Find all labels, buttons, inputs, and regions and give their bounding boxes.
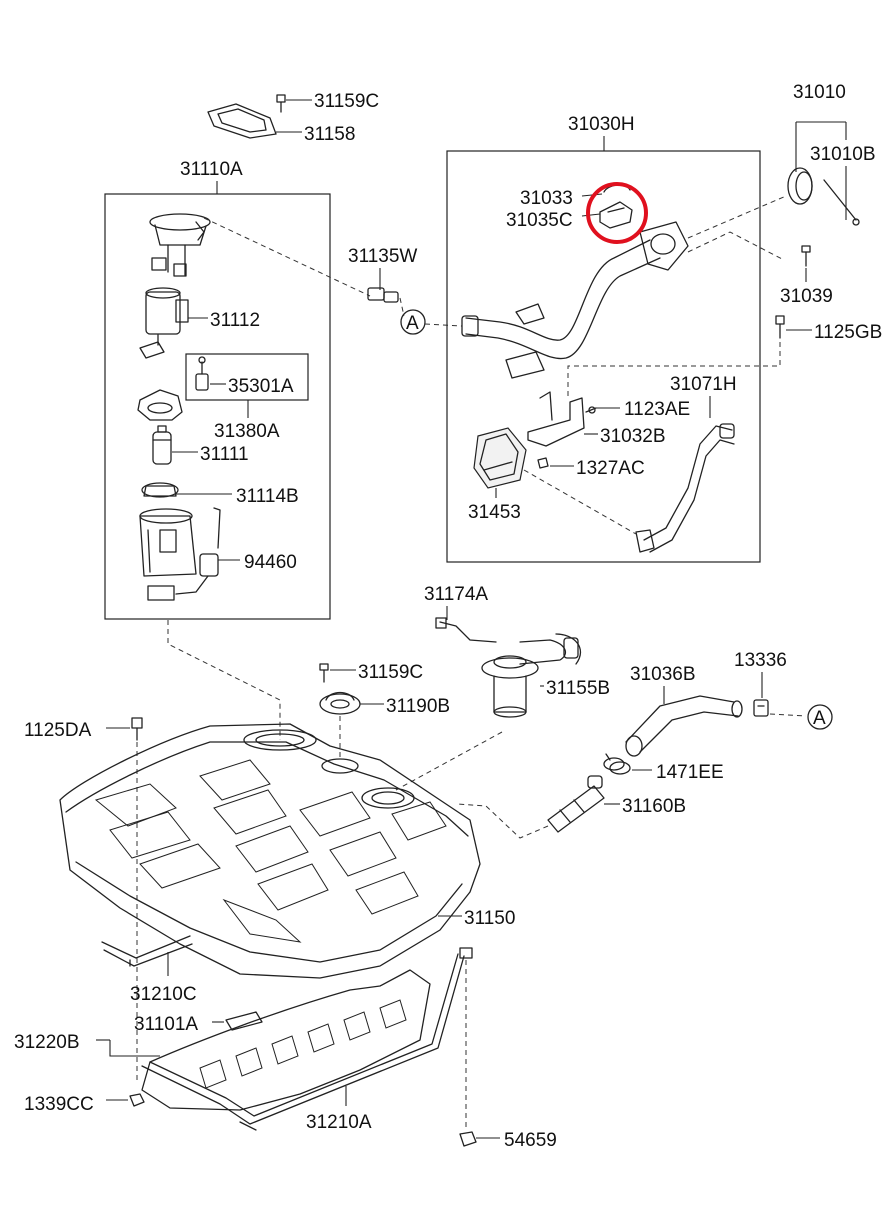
label-31220B: 31220B [14,1032,80,1053]
label-31150: 31150 [464,908,515,929]
filler-neck-box [446,150,761,563]
gasket-31158 [207,103,277,139]
label-1471EE: 1471EE [656,762,724,783]
fuel-pump-31111 [152,425,172,465]
hose-31071H [635,423,735,553]
label-31155B: 31155B [546,678,610,699]
label-31135W: 31135W [348,246,417,267]
label-31032B: 31032B [600,426,666,447]
label-31110A: 31110A [180,159,243,180]
filler-hose-31160B [547,775,605,833]
fuel-tank-31150 [59,723,481,979]
label-31210A: 31210A [306,1112,372,1133]
filler-pipe-31030H [461,221,689,360]
connector-mark-a-left: A [400,309,426,335]
label-31101A: 31101A [134,1014,198,1035]
label-31190B: 31190B [386,696,450,717]
hose-31036B [625,695,743,757]
label-1339CC: 1339CC [24,1094,94,1115]
connector-a-left-label: A [406,313,419,334]
label-35301A: 35301A [228,376,294,397]
part-31035C [599,201,633,229]
pump-bracket [137,389,183,421]
strap-31210A [141,947,473,1131]
sender-unit-31155B [481,655,539,718]
label-54659: 54659 [504,1130,557,1151]
sender-94460 [175,507,221,595]
label-31071H: 31071H [670,374,737,395]
bolt-1125DA [131,717,143,741]
label-31210C: 31210C [130,984,197,1005]
nut-1327AC [537,457,549,469]
nut-54659 [459,1131,477,1147]
strap-31210C [101,935,193,967]
highlight-circle [586,182,648,244]
under-cover-31220B [141,969,431,1111]
label-31160B: 31160B [622,796,686,817]
clip-13336 [753,699,769,717]
label-1327AC: 1327AC [576,458,645,479]
label-31174A: 31174A [424,584,488,605]
reservoir-cup [139,508,197,601]
connector-31135W [367,287,399,303]
pad-31101A [225,1011,263,1031]
label-31035C: 31035C [506,210,573,231]
canister-31453 [473,427,527,489]
label-31010: 31010 [793,82,846,103]
nut-1339CC [129,1093,145,1107]
pump-flange-assembly [149,213,211,277]
label-31159C-mid: 31159C [358,662,423,683]
label-94460: 94460 [244,552,297,573]
bracket-31032B [527,391,585,447]
label-31158: 31158 [304,124,355,145]
regulator-35301A [195,356,209,391]
label-31036B: 31036B [630,664,696,685]
screw-31039 [801,245,811,267]
fuel-cap-31010 [787,167,860,226]
label-31030H: 31030H [568,114,635,135]
cover-31190B [319,691,361,715]
pump-module-31112 [139,287,189,359]
connector-mark-a-right: A [807,704,833,730]
regulator-box-31380A [185,353,309,401]
label-31112: 31112 [210,310,260,331]
screw-31159C-top [276,94,286,113]
connector-a-right-label: A [813,708,826,729]
label-31033: 31033 [520,188,573,209]
bolt-1125GB [775,315,785,339]
label-1123AE: 1123AE [624,399,690,420]
label-31159C-top: 31159C [314,91,379,112]
label-31111: 31111 [200,444,249,465]
label-31453: 31453 [468,502,521,523]
label-1125DA: 1125DA [24,720,92,741]
screw-1123AE [585,406,597,414]
label-13336: 13336 [734,650,787,671]
filter-31114B [141,482,179,498]
pump-assembly-box [104,193,331,620]
harness-31174A [435,617,582,665]
screw-31159C-mid [319,663,329,683]
vent-clip [505,303,545,379]
clamp-1471EE [603,753,631,775]
label-31380A: 31380A [214,421,280,442]
label-31114B: 31114B [236,486,299,507]
label-31010B: 31010B [810,144,876,165]
label-31039: 31039 [780,286,833,307]
label-1125GB: 1125GB [814,322,882,343]
